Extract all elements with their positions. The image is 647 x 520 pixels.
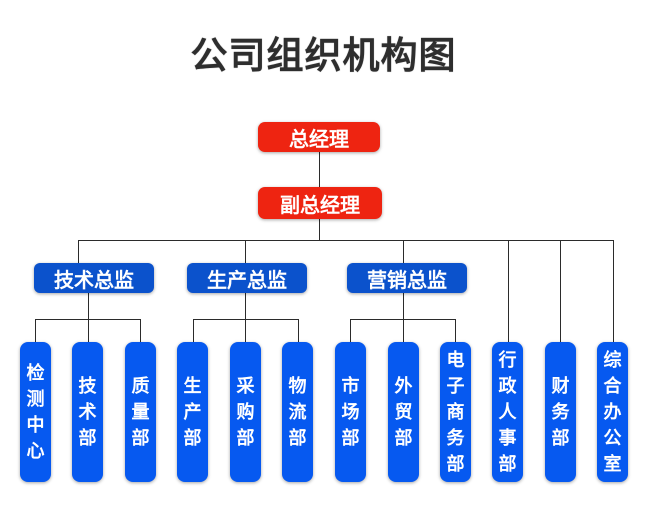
connector-line xyxy=(319,219,320,241)
logistics-dept-node: 物流部 xyxy=(282,342,313,482)
connector-line xyxy=(140,319,141,342)
foreign-trade-dept-node: 外贸部 xyxy=(388,342,419,482)
connector-line xyxy=(193,319,194,342)
general-manager-node: 总经理 xyxy=(258,122,380,152)
ecommerce-dept-node: 电子商务部 xyxy=(440,342,471,482)
dept-label: 检测中心 xyxy=(26,363,45,461)
dept-label: 物流部 xyxy=(288,376,307,448)
connector-line xyxy=(350,319,351,342)
dept-label: 电子商务部 xyxy=(446,350,465,474)
connector-line xyxy=(88,293,89,320)
dept-label: 采购部 xyxy=(236,376,255,448)
detection-center-node: 检测中心 xyxy=(20,342,51,482)
dept-label: 综合办公室 xyxy=(603,350,622,474)
chart-title: 公司组织机构图 xyxy=(190,35,457,76)
deputy-general-manager-node: 副总经理 xyxy=(258,187,382,219)
connector-line xyxy=(245,319,246,342)
connector-line xyxy=(245,240,246,263)
production-director-node: 生产总监 xyxy=(187,263,307,293)
hr-admin-dept-node: 行政人事部 xyxy=(492,342,523,482)
dept-label: 行政人事部 xyxy=(498,350,517,474)
connector-line xyxy=(78,240,79,263)
marketing-director-node: 营销总监 xyxy=(347,263,467,293)
connector-line xyxy=(88,319,89,342)
dept-label: 技术部 xyxy=(78,376,97,448)
general-office-node: 综合办公室 xyxy=(597,342,628,482)
connector-line xyxy=(403,319,404,342)
connector-line xyxy=(319,152,320,187)
connector-line xyxy=(455,319,456,342)
finance-dept-node: 财务部 xyxy=(545,342,576,482)
connector-line xyxy=(193,319,299,320)
purchasing-dept-node: 采购部 xyxy=(230,342,261,482)
tech-director-node: 技术总监 xyxy=(34,263,154,293)
connector-line xyxy=(403,240,404,263)
connector-line xyxy=(298,319,299,342)
connector-line xyxy=(403,293,404,320)
connector-line xyxy=(508,240,509,342)
connector-line xyxy=(560,240,561,342)
production-dept-node: 生产部 xyxy=(177,342,208,482)
dept-label: 财务部 xyxy=(551,376,570,448)
technology-dept-node: 技术部 xyxy=(72,342,103,482)
quality-dept-node: 质量部 xyxy=(125,342,156,482)
dept-label: 外贸部 xyxy=(394,376,413,448)
connector-line xyxy=(245,293,246,320)
dept-label: 生产部 xyxy=(183,376,202,448)
market-dept-node: 市场部 xyxy=(335,342,366,482)
dept-label: 市场部 xyxy=(341,376,360,448)
connector-line xyxy=(613,240,614,342)
dept-label: 质量部 xyxy=(131,376,150,448)
connector-line xyxy=(78,240,614,241)
connector-line xyxy=(35,319,36,342)
